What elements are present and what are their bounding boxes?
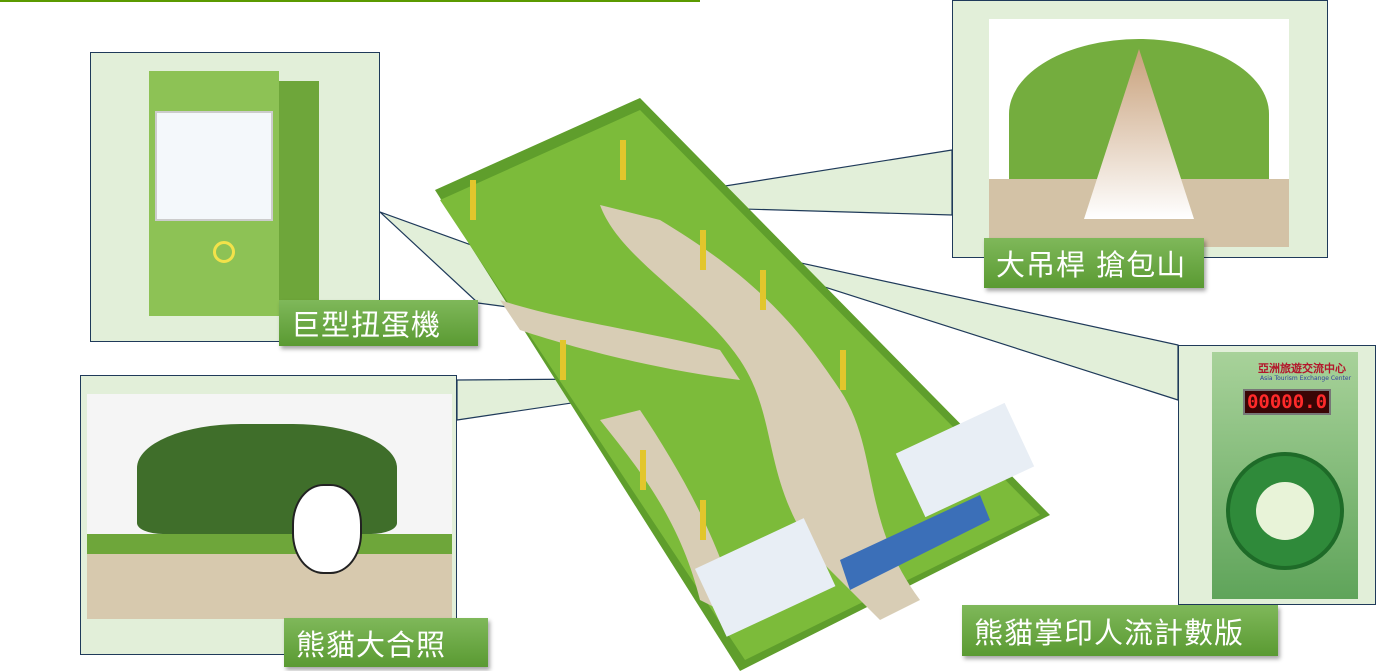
panda-photo-panel: [80, 375, 457, 655]
pole-climb-image: [989, 19, 1289, 247]
label-panda-photo: 熊貓大合照: [284, 618, 488, 667]
label-pole-climb: 大吊桿 搶包山: [984, 238, 1204, 288]
label-claw-machine: 巨型扭蛋機: [279, 300, 478, 346]
label-counter-board: 熊貓掌印人流計數版: [962, 605, 1278, 656]
pole-climb-panel: [952, 0, 1328, 258]
org-name-en: Asia Tourism Exchange Center: [1260, 375, 1352, 382]
counter-board-panel: [1178, 345, 1376, 605]
counter-display: 00000.0: [1243, 389, 1331, 415]
top-rule: [0, 0, 700, 2]
venue-map: [435, 98, 1050, 671]
panda-photo-image: [87, 394, 452, 619]
claw-machine-panel: [90, 52, 380, 342]
claw-machine-image: [141, 71, 321, 326]
org-name-zh: 亞洲旅遊交流中心: [1258, 362, 1346, 375]
